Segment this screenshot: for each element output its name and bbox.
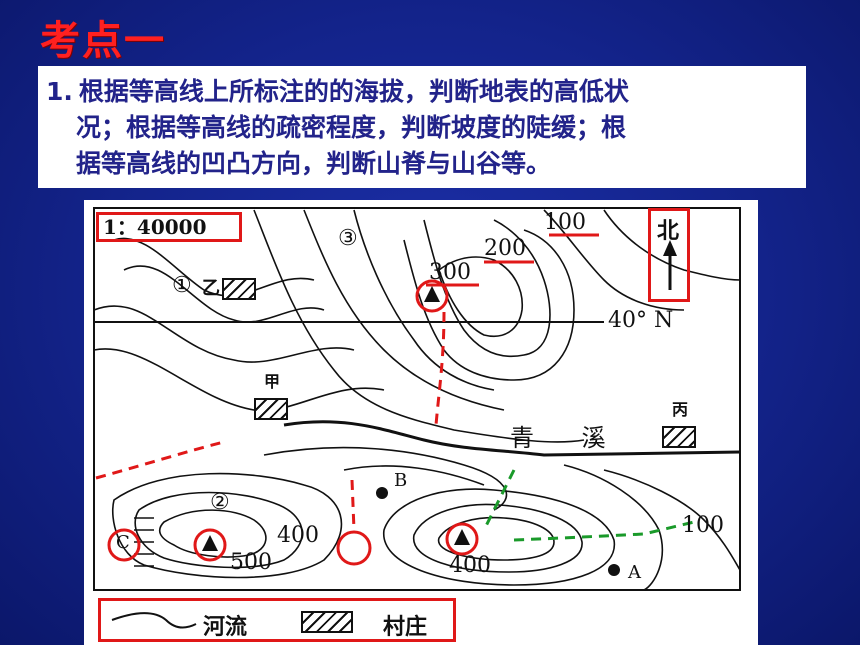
body-text-box: 1.根据等高线上所标注的的海拔，判断地表的高低状 况；根据等高线的疏密程度，判断… [38, 66, 806, 188]
contour-label-400-west: 400 [277, 523, 319, 548]
legend-village-label: 村庄 [383, 615, 428, 640]
marker-jia: 甲 [264, 372, 281, 391]
red-dashed-line-north [434, 311, 446, 426]
body-line-1: 1.根据等高线上所标注的的海拔，判断地表的高低状 [46, 74, 792, 110]
village-bing-icon [662, 426, 696, 448]
body-text-2: 况；根据等高线的疏密程度，判断坡度的陡缓；根 [76, 113, 627, 142]
red-dashed-line-middle [350, 479, 356, 531]
scale-label: 1：40000 [96, 212, 242, 242]
green-dashed-line-a [482, 469, 516, 531]
marker-three: ③ [338, 226, 358, 251]
body-text-3: 据等高线的凹凸方向，判断山脊与山谷等。 [76, 149, 552, 178]
legend-village-icon [301, 611, 353, 633]
red-dashed-line-west [95, 440, 225, 480]
map-legend: 河流 村庄 [98, 598, 456, 642]
point-b-label: B [394, 470, 408, 491]
contour-lines [93, 207, 741, 629]
contour-label-100-top: 100 [544, 210, 586, 235]
slide-title: 考点一 [40, 18, 166, 64]
green-dashed-line-b [513, 520, 695, 542]
latitude-label: 40° N [608, 308, 674, 333]
north-indicator: 北 [648, 208, 690, 302]
contour-label-300: 300 [429, 260, 471, 285]
point-a-label: A [628, 562, 641, 583]
contour-label-500: 500 [230, 550, 272, 575]
marker-one: ① [172, 273, 192, 298]
item-number: 1. [46, 77, 73, 106]
contour-map: 1：40000 北 100 200 300 400 500 400 100 40… [84, 200, 758, 645]
marker-two: ② [210, 490, 230, 515]
body-text-1: 根据等高线上所标注的的海拔，判断地表的高低状 [78, 77, 629, 106]
north-label: 北 [657, 219, 680, 244]
contour-label-100-east: 100 [682, 513, 724, 538]
marker-yi: 乙 [202, 278, 220, 299]
village-jia-icon [254, 398, 288, 420]
village-yi-icon [222, 278, 256, 300]
contour-label-200: 200 [484, 236, 526, 261]
stream-label: 青 溪 [510, 424, 626, 452]
marker-bing: 丙 [672, 400, 689, 419]
legend-river-label: 河流 [203, 615, 248, 640]
point-c-label: C [116, 532, 130, 553]
contour-label-400-east: 400 [449, 553, 491, 578]
